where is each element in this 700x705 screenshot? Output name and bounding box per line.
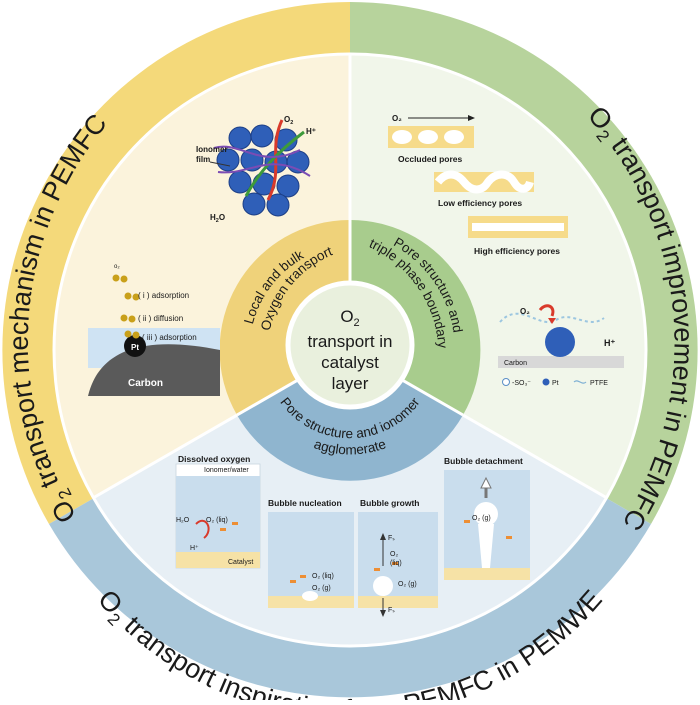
h2o-label-bottom: H₂O [176,517,190,524]
step-adsorption-1: ( i ) adsorption [138,291,189,300]
o2-molecule [132,293,140,301]
center-circle [285,280,415,410]
pt-particle [216,148,240,172]
o2-arrow-label: O₂ [392,114,402,123]
pt-particle [242,192,266,216]
center-title-line2: transport in [307,332,392,351]
growth-force-s: Fₛ [388,607,395,614]
hplus-label-bottom: H⁺ [190,545,199,552]
pt-particle [124,335,146,357]
step-adsorption-2: ( iii ) adsorption [142,333,197,342]
o2-flow-arrow [538,304,555,317]
occluded-pores-label: Occluded pores [398,154,463,164]
bubble-nucleation-title: Bubble nucleation [268,498,342,508]
o2-molecule [120,275,128,283]
pt-particle [228,126,252,150]
triple-phase-boundary-illustration [498,304,624,386]
pt-label: Pt [131,343,139,352]
high-efficiency-pores-label: High efficiency pores [474,246,560,256]
o2-molecule [132,331,140,339]
ionomer-film-label: Ionomer [196,145,228,154]
pt-particle [276,174,300,198]
growth-force-b: Fₛ [388,535,395,542]
step-o2-label: o₂ [114,264,120,270]
carbon-mark: Carbon [504,360,527,367]
bubble-detachment-panel [444,470,530,580]
ionomer-film-illustration [209,119,311,217]
pt-particle [250,124,274,148]
carbon-layer [498,356,624,368]
hplus-mark: H⁺ [604,338,615,348]
o2-molecule [112,274,120,282]
o2-mark: O₂ [520,307,530,316]
carbon-label: Carbon [128,378,163,389]
nucleation-o2-liq: O₂ (liq) [312,573,334,580]
legend-pt: Pt [552,380,559,387]
dissolved-oxygen-panel [175,463,261,569]
low-efficiency-pores-label: Low efficiency pores [438,198,522,208]
o2-molecule [120,314,128,322]
proton-pathway-green [244,130,305,197]
nucleation-o2-g: O₂ (g) [312,585,331,592]
o2-label: O2 [284,115,293,126]
bubble-nucleation-panel [268,512,354,608]
pore-types-illustration [388,115,568,238]
legend-so3: -SO₃⁻ [512,380,531,387]
pt-particle [228,170,252,194]
center-title-line1: O2 [340,307,359,329]
adsorption-diffusion-illustration [88,274,220,396]
center-title-line3: catalyst [321,353,379,372]
o2-liq-label: O₂ (liq) [206,517,228,524]
o2-pathway-red [266,119,284,201]
ionomer-strand [213,145,301,158]
growth-o2-g: O₂ (g) [398,581,417,588]
growth-o2: O₂ [390,551,398,558]
middle-label-bottom-line2: agglomerate [312,436,388,457]
growth-liq: (liq) [390,560,402,567]
legend-ptfe: PTFE [590,380,608,387]
o2-molecule [124,330,132,338]
catalyst-label: Catalyst [228,559,253,566]
ionomer-strand [217,163,311,177]
o2-molecule [124,292,132,300]
bubble-growth-panel [358,512,438,617]
pt-particle [266,193,290,217]
ionomer-film-label-2: film [196,155,210,164]
carbon-support [88,344,220,396]
o2-molecule [128,315,136,323]
dissolved-oxygen-title: Dissolved oxygen [178,454,250,464]
pt-particle [545,327,575,357]
step-diffusion: ( ii ) diffusion [138,314,183,323]
hplus-label: H⁺ [306,127,316,136]
center-title-line4: layer [332,374,369,393]
detachment-o2-g: O₂ (g) [472,515,491,522]
bubble-growth-title: Bubble growth [360,498,420,508]
ionomer-water-label: Ionomer/water [204,467,249,474]
bubble-detachment-title: Bubble detachment [444,456,523,466]
h2o-label: H2O [210,213,225,224]
